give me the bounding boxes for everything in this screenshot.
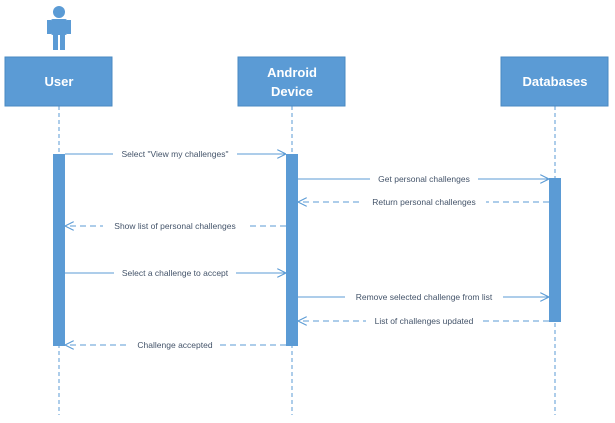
participant-databases: Databases bbox=[500, 56, 609, 107]
message-select-challenge: Select a challenge to accept bbox=[65, 267, 286, 278]
message-label: Show list of personal challenges bbox=[114, 221, 235, 231]
user-activation-bar bbox=[53, 154, 65, 346]
message-label: Return personal challenges bbox=[372, 197, 475, 207]
message-label: Get personal challenges bbox=[378, 174, 470, 184]
message-remove-selected: Remove selected challenge from list bbox=[298, 291, 549, 302]
participant-user: User bbox=[4, 56, 113, 107]
message-return-personal-challenges: Return personal challenges bbox=[298, 196, 549, 207]
message-show-list: Show list of personal challenges bbox=[65, 220, 286, 231]
message-challenge-accepted: Challenge accepted bbox=[65, 339, 286, 350]
message-list-updated: List of challenges updated bbox=[298, 315, 549, 326]
message-label: Select "View my challenges" bbox=[122, 149, 229, 159]
message-label: Challenge accepted bbox=[137, 340, 212, 350]
message-label: List of challenges updated bbox=[375, 316, 474, 326]
participant-device-label-line2: Device bbox=[271, 84, 313, 99]
db-activation-bar bbox=[549, 178, 561, 322]
message-label: Select a challenge to accept bbox=[122, 268, 229, 278]
participant-android-device: Android Device bbox=[237, 56, 346, 107]
message-view-challenges: Select "View my challenges" bbox=[65, 148, 286, 159]
participant-device-label-line1: Android bbox=[267, 65, 317, 80]
participant-db-label: Databases bbox=[522, 74, 587, 89]
message-get-personal-challenges: Get personal challenges bbox=[298, 173, 549, 184]
user-actor-icon bbox=[47, 6, 71, 50]
participant-user-label: User bbox=[45, 74, 74, 89]
device-activation-bar bbox=[286, 154, 298, 346]
message-label: Remove selected challenge from list bbox=[356, 292, 493, 302]
